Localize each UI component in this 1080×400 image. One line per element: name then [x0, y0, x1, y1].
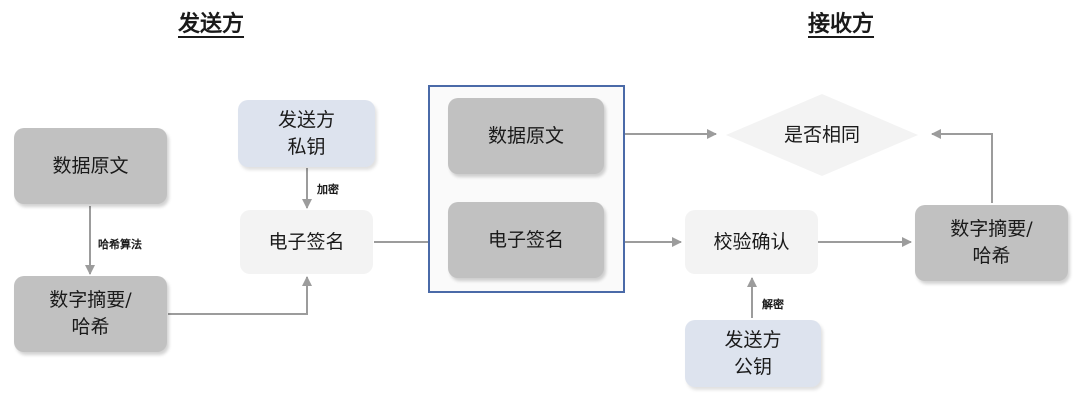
sender-private-key-line2: 私钥	[287, 135, 326, 158]
sender-digest-hash: 数字摘要/ 哈希	[14, 276, 167, 352]
compare-diamond-label: 是否相同	[783, 123, 860, 146]
sender-signature: 电子签名	[240, 210, 373, 274]
sender-public-key-line2: 公钥	[733, 355, 772, 378]
package-signature-label: 电子签名	[487, 228, 564, 251]
package-original-data: 数据原文	[448, 98, 604, 174]
sender-original-data: 数据原文	[14, 128, 167, 204]
encrypt-label: 加密	[317, 183, 339, 196]
sender-public-key: 发送方 公钥	[685, 320, 821, 387]
hash-algorithm-label: 哈希算法	[98, 238, 142, 251]
sender-private-key-line1: 发送方	[277, 108, 335, 131]
sender-original-data-label: 数据原文	[52, 154, 129, 177]
receiver-digest-hash: 数字摘要/ 哈希	[915, 205, 1068, 281]
receiver-heading: 接收方	[808, 11, 875, 37]
decrypt-label: 解密	[762, 298, 784, 311]
sender-digest-line1: 数字摘要/	[49, 289, 132, 311]
sender-signature-label: 电子签名	[268, 230, 345, 253]
arrow-digest-to-compare	[931, 129, 993, 203]
verify-confirm-label: 校验确认	[713, 230, 790, 253]
verify-confirm: 校验确认	[685, 210, 818, 274]
sender-digest-line2: 哈希	[71, 316, 110, 338]
package-signature: 电子签名	[448, 202, 604, 278]
sender-public-key-line1: 发送方	[724, 328, 782, 351]
compare-diamond: 是否相同	[762, 118, 882, 152]
sender-private-key: 发送方 私钥	[238, 100, 375, 167]
compare-diamond-shape	[726, 94, 918, 176]
receiver-digest-line2: 哈希	[972, 245, 1011, 267]
package-original-data-label: 数据原文	[487, 124, 564, 147]
receiver-digest-line1: 数字摘要/	[950, 218, 1033, 240]
sender-heading: 发送方	[178, 11, 245, 37]
arrow-digest-to-signature	[168, 276, 312, 315]
